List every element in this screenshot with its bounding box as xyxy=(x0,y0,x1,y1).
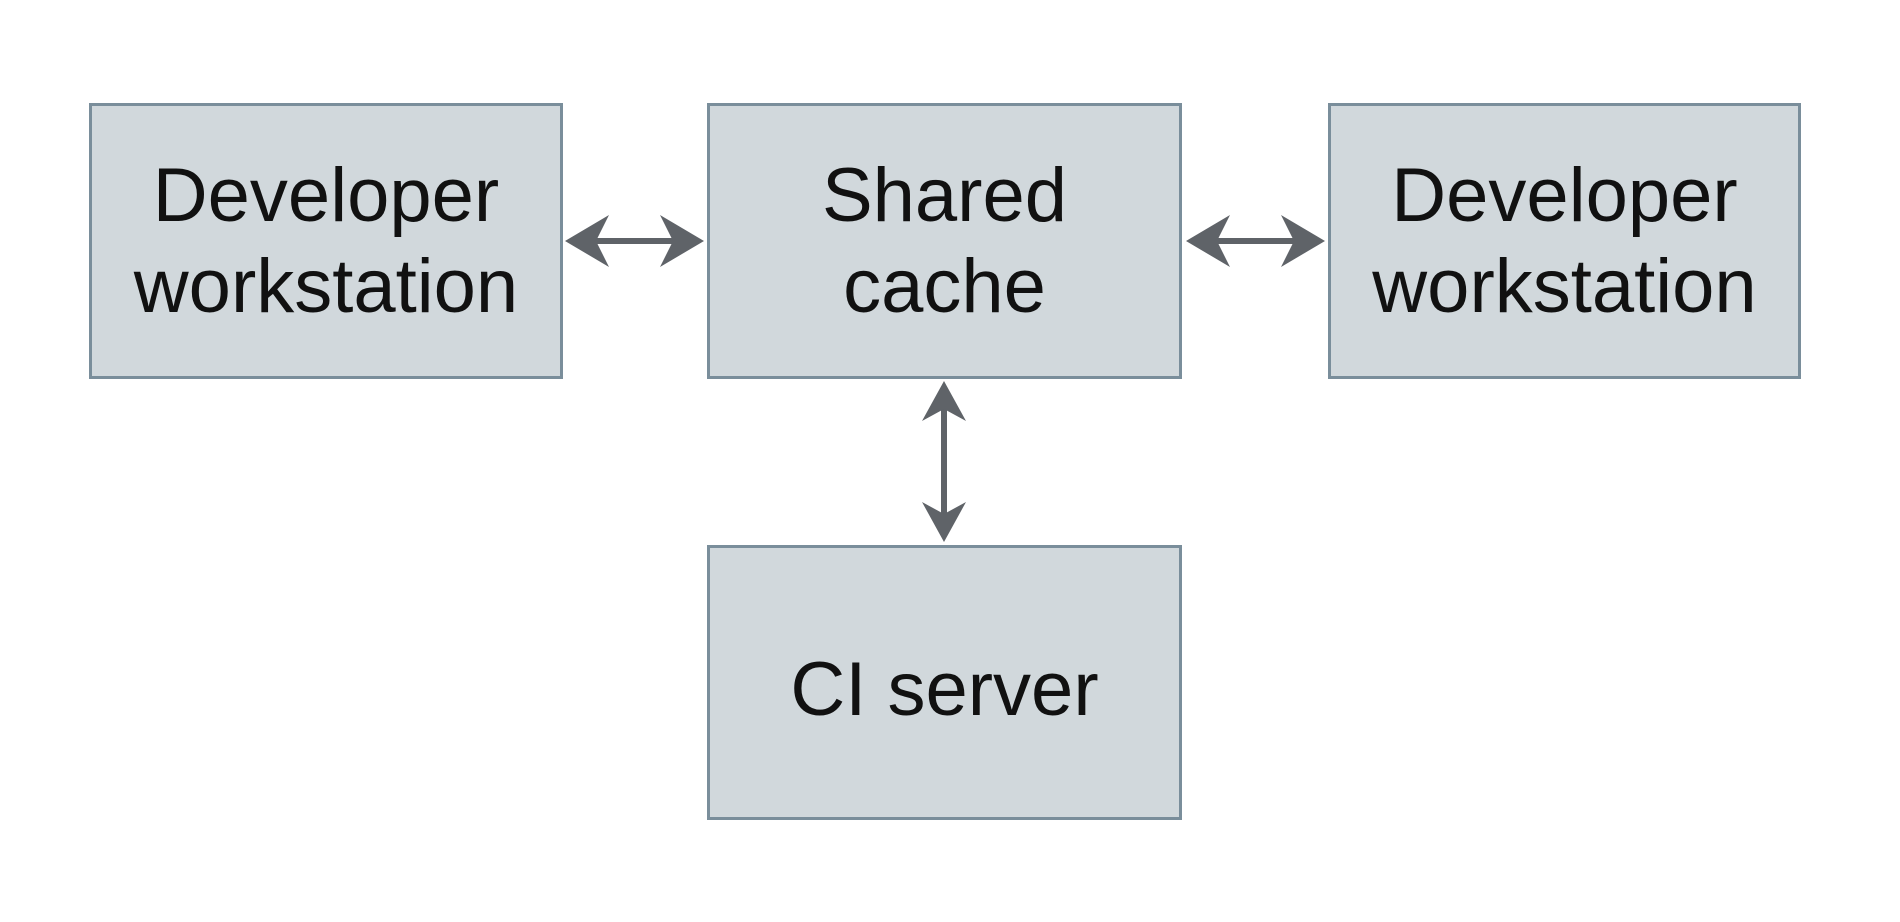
bidirectional-arrow-cache-right-workstation xyxy=(1186,215,1325,267)
node-developer-workstation-right: Developer workstation xyxy=(1328,103,1801,379)
arrowhead-up-icon xyxy=(922,381,966,421)
arrow-shaft xyxy=(594,238,675,244)
arrowhead-right-icon xyxy=(660,215,704,267)
arrowhead-left-icon xyxy=(1186,215,1230,267)
node-developer-workstation-left: Developer workstation xyxy=(89,103,563,379)
arrow-shaft xyxy=(1215,238,1296,244)
node-label-line: cache xyxy=(843,244,1046,329)
node-label-line: CI server xyxy=(790,647,1099,732)
arrowhead-down-icon xyxy=(922,502,966,542)
node-label-line: workstation xyxy=(133,244,519,329)
node-ci-server: CI server xyxy=(707,545,1182,820)
arrow-shaft xyxy=(941,407,947,517)
bidirectional-arrow-left-workstation-cache xyxy=(565,215,704,267)
bidirectional-arrow-cache-ci-server xyxy=(922,381,966,542)
arrowhead-left-icon xyxy=(565,215,609,267)
node-label-line: Developer xyxy=(1391,153,1738,238)
node-label-line: Developer xyxy=(152,153,500,238)
node-label-line: Shared xyxy=(821,153,1068,238)
node-shared-cache: Shared cache xyxy=(707,103,1182,379)
arrowhead-right-icon xyxy=(1281,215,1325,267)
node-label-line: workstation xyxy=(1372,244,1757,329)
